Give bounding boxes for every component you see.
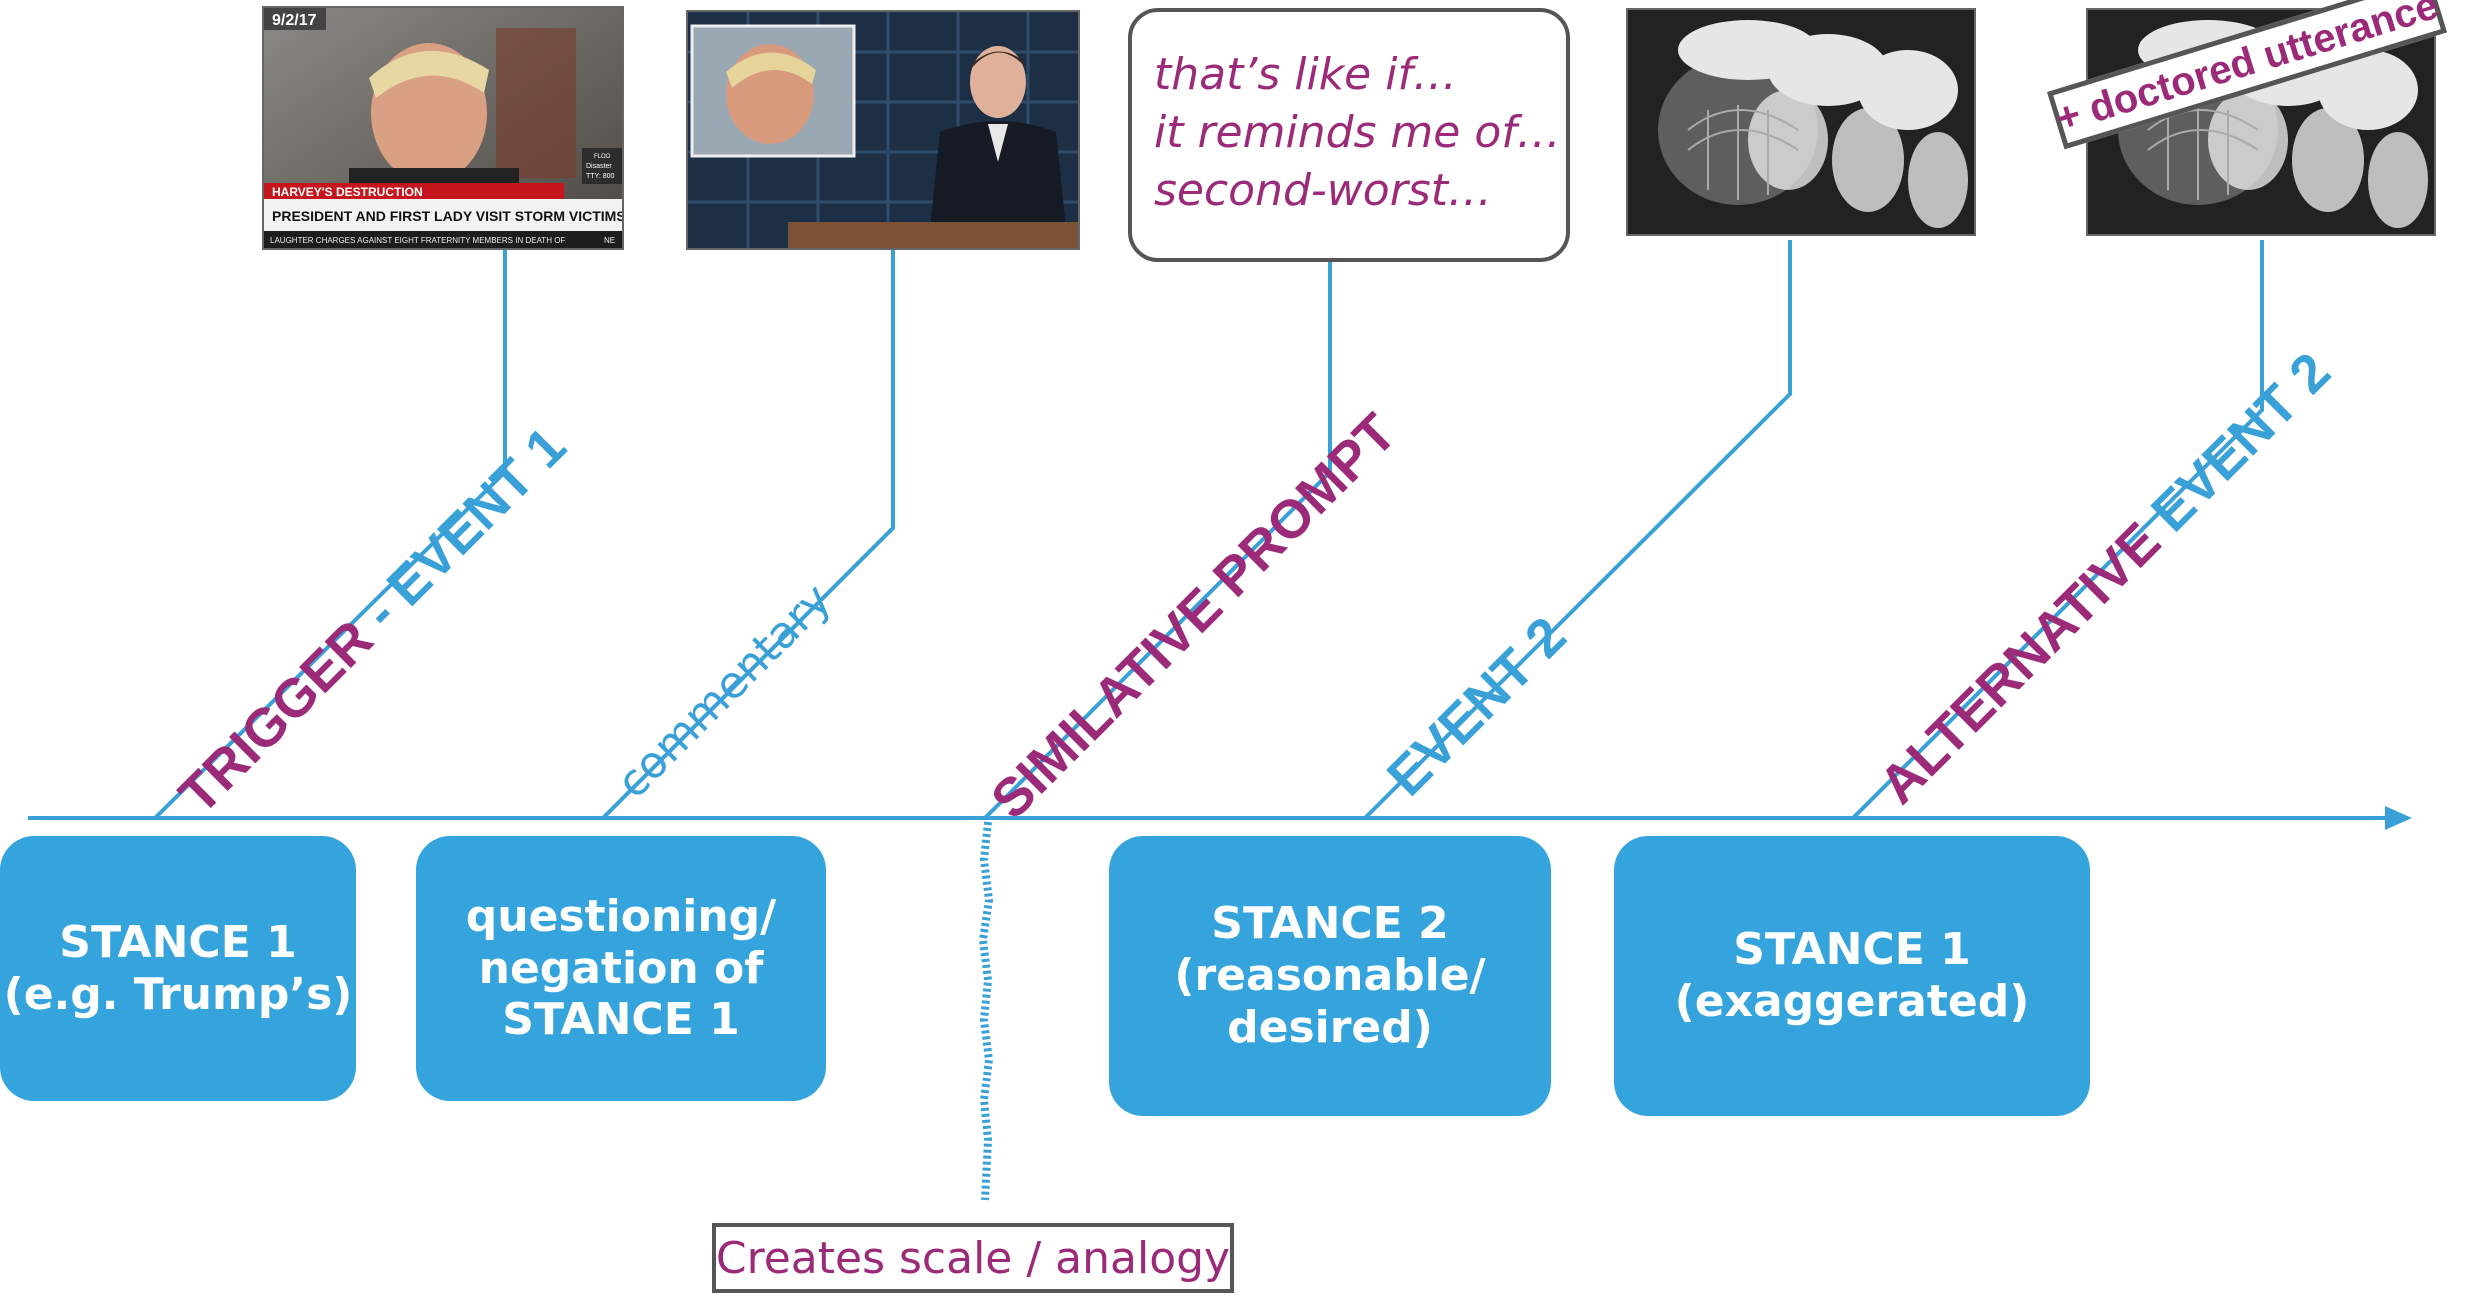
news-side-tag: FLOO: [594, 154, 611, 160]
talk-show-graphic: [688, 12, 1078, 248]
speech-line-2: it reminds me of…: [1154, 107, 1561, 159]
connector-event2: [1363, 240, 1792, 820]
news-broadcast-graphic: 9/2/17 HARVEY'S DESTRUCTION PRESIDENT AN…: [264, 8, 622, 248]
news-broadcast-image: 9/2/17 HARVEY'S DESTRUCTION PRESIDENT AN…: [262, 6, 624, 250]
stance-text: STANCE 1 (exaggerated): [1674, 924, 2030, 1027]
speech-line-1: that’s like if…: [1154, 49, 1457, 100]
news-banner: HARVEY'S DESTRUCTION: [272, 185, 423, 199]
connector-alt-event2: [1851, 240, 2264, 820]
timeline-arrowhead: [2385, 806, 2412, 830]
news-side-tag2: Disaster: [586, 163, 612, 170]
stance-text: STANCE 2 (reasonable/ desired): [1174, 898, 1486, 1053]
connector-event1: [153, 240, 507, 820]
news-date: 9/2/17: [272, 12, 317, 29]
news-ticker-end: NE: [604, 236, 615, 245]
stance-box-4: STANCE 1 (exaggerated): [1614, 836, 2090, 1116]
speech-bubble: that’s like if… it reminds me of… second…: [1128, 8, 1570, 262]
similative-dotted-line: [978, 821, 994, 1201]
news-ticker: LAUGHTER CHARGES AGAINST EIGHT FRATERNIT…: [270, 236, 565, 245]
talk-show-image: [686, 10, 1080, 250]
connector-similative: [983, 262, 1332, 820]
connector-commentary: [601, 240, 895, 820]
burning-airship-image: [1626, 8, 1976, 236]
stance-text: STANCE 1 (e.g. Trump’s): [3, 916, 353, 1020]
speech-line-3: second-worst…: [1154, 165, 1492, 217]
news-headline: PRESIDENT AND FIRST LADY VISIT STORM VIC…: [272, 208, 622, 224]
stance-box-2: questioning/ negation of STANCE 1: [416, 836, 826, 1101]
stance-box-3: STANCE 2 (reasonable/ desired): [1109, 836, 1551, 1116]
news-side-tag3: TTY: 800: [586, 173, 615, 180]
stance-text: questioning/ negation of STANCE 1: [465, 890, 777, 1046]
burning-airship-graphic: [1628, 10, 1974, 234]
creates-scale-box: Creates scale / analogy: [712, 1223, 1234, 1293]
stance-box-1: STANCE 1 (e.g. Trump’s): [0, 836, 356, 1101]
